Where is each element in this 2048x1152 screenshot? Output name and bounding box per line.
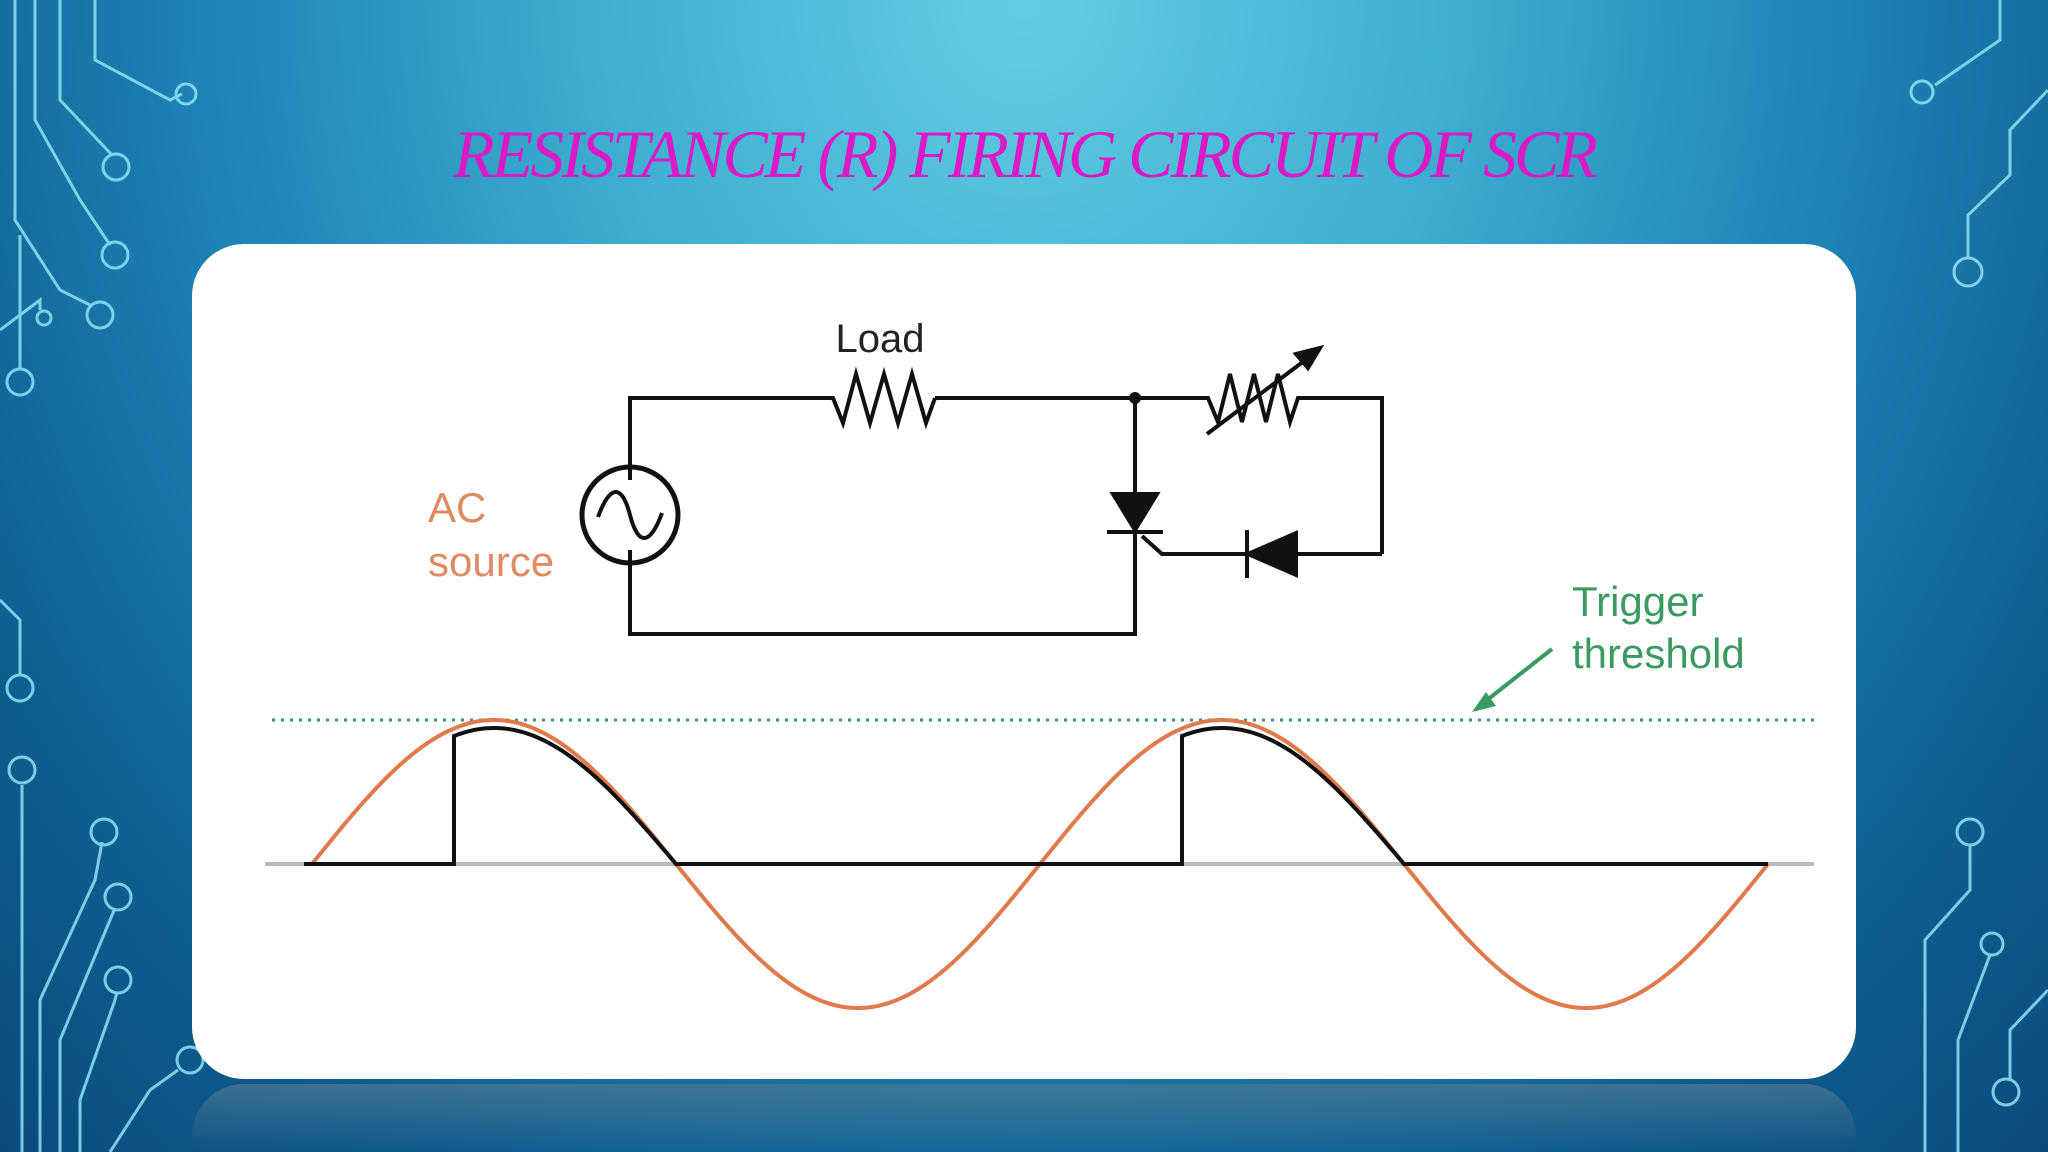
scr-firing-circuit-diagram: Load AC source Trigger threshold [265,317,1814,1010]
circuit-schematic [579,344,1384,636]
variable-resistor-arrow [1205,350,1318,436]
circuit-wire-bottom [628,534,1137,636]
panel-reflection [192,1084,1856,1152]
ac-source-label-line2: source [428,538,554,585]
ac-source-label-line1: AC [428,484,486,531]
variable-resistor [1200,373,1384,554]
trigger-arrowhead [1472,692,1496,712]
circuit-wire-left [628,396,825,480]
ac-sine-icon [596,490,664,540]
trigger-threshold-label-line1: Trigger [1572,578,1703,625]
slide-title: Resistance (R) firing circuit of SCR [453,116,1598,192]
load-label: Load [836,317,925,361]
scr-symbol [1109,492,1161,534]
variable-resistor-arrowhead [1292,344,1325,372]
load-voltage-waveform [304,726,1768,866]
trigger-threshold-label-line2: threshold [1572,630,1745,677]
trigger-arrow [1480,647,1554,706]
ac-source-symbol [579,464,681,566]
diagram-panel: Load AC source Trigger threshold [192,244,1856,1079]
load-resistor [825,366,937,431]
diode-symbol [1243,529,1298,579]
scr-gate-lead [1140,534,1247,556]
